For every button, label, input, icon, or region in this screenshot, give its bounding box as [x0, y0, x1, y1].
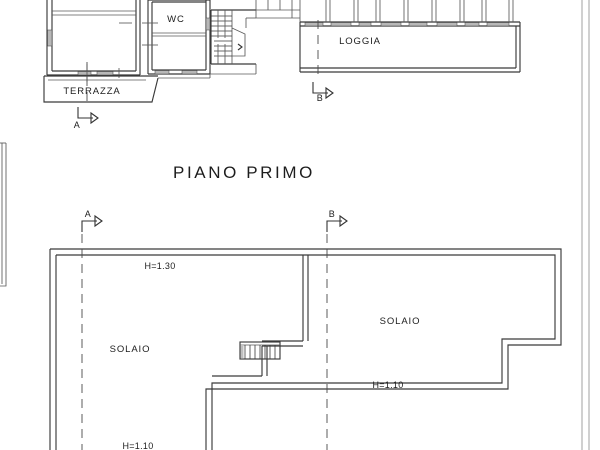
section-marker-a-lower: A	[81, 209, 103, 450]
sheet-border-left-fragment	[0, 142, 7, 287]
lower-dimension-label-h110-left: H=1.10	[122, 441, 153, 450]
section-marker-a-lower-label: A	[85, 209, 91, 219]
upper-top-band-structure	[245, 0, 301, 28]
upper-room-label-loggia: LOGGIA	[339, 36, 381, 47]
upper-room-label-wc: WC	[167, 14, 185, 25]
lower-dimension-label-h130: H=1.30	[144, 261, 175, 271]
section-marker-a-upper: A	[74, 62, 99, 130]
sheet-border-right	[581, 0, 590, 450]
lower-plan-title: PIANO PRIMO	[173, 163, 315, 182]
first-floor-plan: SOLAIO SOLAIO H=1.30 H=1.10 H=1.10 A B	[49, 209, 562, 450]
upper-loggia: LOGGIA	[299, 0, 521, 73]
lower-plan-internal-wall	[212, 255, 309, 377]
lower-dimension-label-h110-right: H=1.10	[372, 380, 403, 390]
lower-room-label-solaio-left: SOLAIO	[110, 344, 151, 355]
lower-room-label-solaio-right: SOLAIO	[380, 316, 421, 327]
upper-floor-plan-fragment: WC	[43, 0, 521, 130]
upper-terrazza: TERRAZZA	[43, 75, 159, 103]
upper-staircase	[210, 9, 256, 65]
upper-room-label-terrazza: TERRAZZA	[63, 86, 120, 97]
upper-connector-walls	[158, 64, 257, 79]
lower-plan-perimeter	[49, 248, 562, 450]
lower-staircase	[239, 341, 281, 360]
section-marker-b-lower-label: B	[329, 209, 335, 219]
section-marker-b-lower: B	[326, 209, 348, 450]
upper-wc-room: WC	[119, 0, 211, 75]
section-marker-a-upper-label: A	[74, 120, 80, 130]
section-marker-b-upper: B	[312, 20, 334, 103]
section-marker-b-upper-label: B	[317, 93, 323, 103]
